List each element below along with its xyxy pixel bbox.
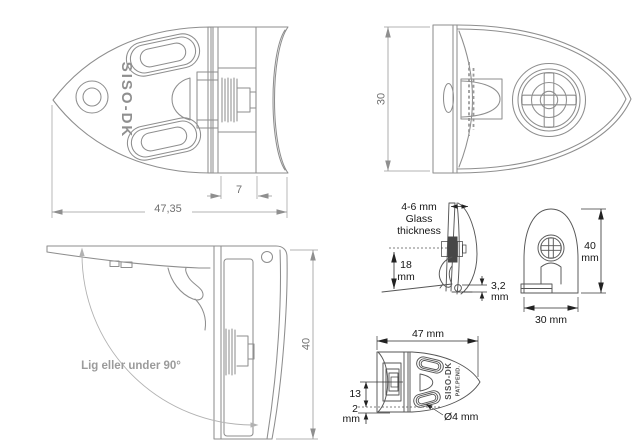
parting-band [207, 26, 214, 174]
clamp-pocket [460, 78, 503, 120]
open-threads [225, 328, 255, 376]
dim-depth-unit: mm [397, 271, 415, 283]
dim-hole-diameter-text: Ø4 mm [444, 411, 479, 423]
dim-open-height-text: 40 [301, 338, 313, 350]
view-side-elevation: SISO-DK 47,35 7 [51, 26, 289, 218]
pivot-hole [260, 250, 274, 264]
dimension-body-height: 30 [376, 26, 430, 172]
brand-text-mount: SISO-DK [444, 362, 453, 400]
glass-note-line1: 4-6 mm [401, 201, 437, 213]
inner-cavity [223, 258, 254, 437]
edge-ellipse [442, 82, 455, 114]
view-front: 40 mm 30 mm [520, 208, 606, 326]
screw-center-hole [539, 90, 559, 110]
dim-unit-text: mm [343, 413, 361, 425]
slot-lower [126, 117, 202, 161]
dim-depth-value: 18 [400, 259, 412, 271]
glass-note-line2: Glass [406, 213, 433, 225]
front-dome-outline [523, 208, 579, 294]
dim-overall-width-text: 47,35 [154, 203, 182, 215]
cover-profile [456, 202, 478, 295]
dim-front-width-text: 30 mm [535, 314, 567, 326]
angle-note-text: Lig eller under 90° [81, 360, 181, 372]
front-screw [537, 234, 565, 262]
front-base-strip [520, 283, 579, 294]
open-flap-arm [46, 245, 211, 269]
front-cross-vertical [548, 237, 554, 259]
front-latch [540, 262, 562, 285]
mount-parting-band [403, 351, 409, 413]
dim-body-height-text: 30 [376, 93, 388, 105]
cross-slot-horizontal [521, 94, 577, 106]
brand-text-side: SISO-DK [118, 62, 135, 139]
glass-clamp-block [441, 236, 467, 263]
dim-gap-value: 3,2 [491, 280, 506, 292]
mount-slot-lower [413, 390, 441, 408]
cross-slot-vertical [543, 72, 555, 128]
latch-hook [167, 267, 206, 331]
dim-clamp-offset-text: 13 [349, 388, 361, 400]
dim-cap-depth-text: 7 [236, 184, 242, 196]
dimension-hole-diameter: Ø4 mm [425, 403, 479, 423]
dim-front-height-value: 40 [584, 240, 596, 252]
view-glass-detail: 4-6 mm Glass thickness 18 mm 3,2 mm [381, 201, 509, 303]
mount-hole-ring [75, 80, 109, 114]
bullet-body-outline [52, 26, 212, 174]
view-face-elevation: 30 [376, 24, 632, 174]
dim-base-gap-text: 2 [352, 403, 358, 415]
hinge-pin [454, 284, 462, 292]
dimension-overall-width: 47,35 [51, 105, 288, 218]
dimension-open-height: 40 [276, 249, 318, 440]
clamp-dome-notch [171, 77, 191, 121]
open-flap-line [381, 283, 453, 293]
glass-note-line3: thickness [397, 225, 441, 237]
view-open-position: Lig eller under 90° 40 [46, 245, 318, 440]
flap-clips [109, 260, 133, 269]
mount-slot-upper [416, 356, 444, 374]
patent-text: PAT.PEND. [456, 366, 462, 397]
mount-dome-notch [419, 373, 434, 392]
dim-gap-unit: mm [491, 291, 509, 303]
dim-mount-width-text: 47 mm [412, 328, 444, 340]
front-cross-horizontal [540, 245, 562, 251]
molded-text-marks [468, 62, 475, 136]
dim-front-height-unit: mm [581, 252, 599, 264]
screw-threads [221, 77, 257, 123]
dimension-mount-width: 47 mm [376, 328, 479, 377]
dimension-clamp-offset: 13 2 mm [343, 382, 441, 425]
view-mounted: 47 mm SISO-DK PAT.PEND. Ø4 mm [343, 328, 481, 425]
mount-clamp-stack [360, 362, 403, 402]
dimension-cap-depth: 7 [207, 176, 272, 199]
adjuster-screw-head [511, 62, 587, 138]
slot-upper [125, 33, 201, 77]
mount-bullet-outline [409, 351, 481, 413]
dimension-front-width: 30 mm [523, 297, 579, 326]
dimension-front-height: 40 mm [581, 208, 606, 294]
arc-arrow-top [79, 247, 85, 256]
bullet-face-outline [456, 24, 632, 174]
open-body-outline [209, 245, 288, 440]
edge-lens-curve [458, 30, 474, 168]
dimension-depth-18: 18 mm [391, 252, 415, 289]
dimension-gap-32: 3,2 mm [462, 276, 509, 303]
swing-arc [79, 247, 259, 428]
arc-arrow-end [250, 422, 259, 428]
clamp-boss [196, 71, 219, 129]
